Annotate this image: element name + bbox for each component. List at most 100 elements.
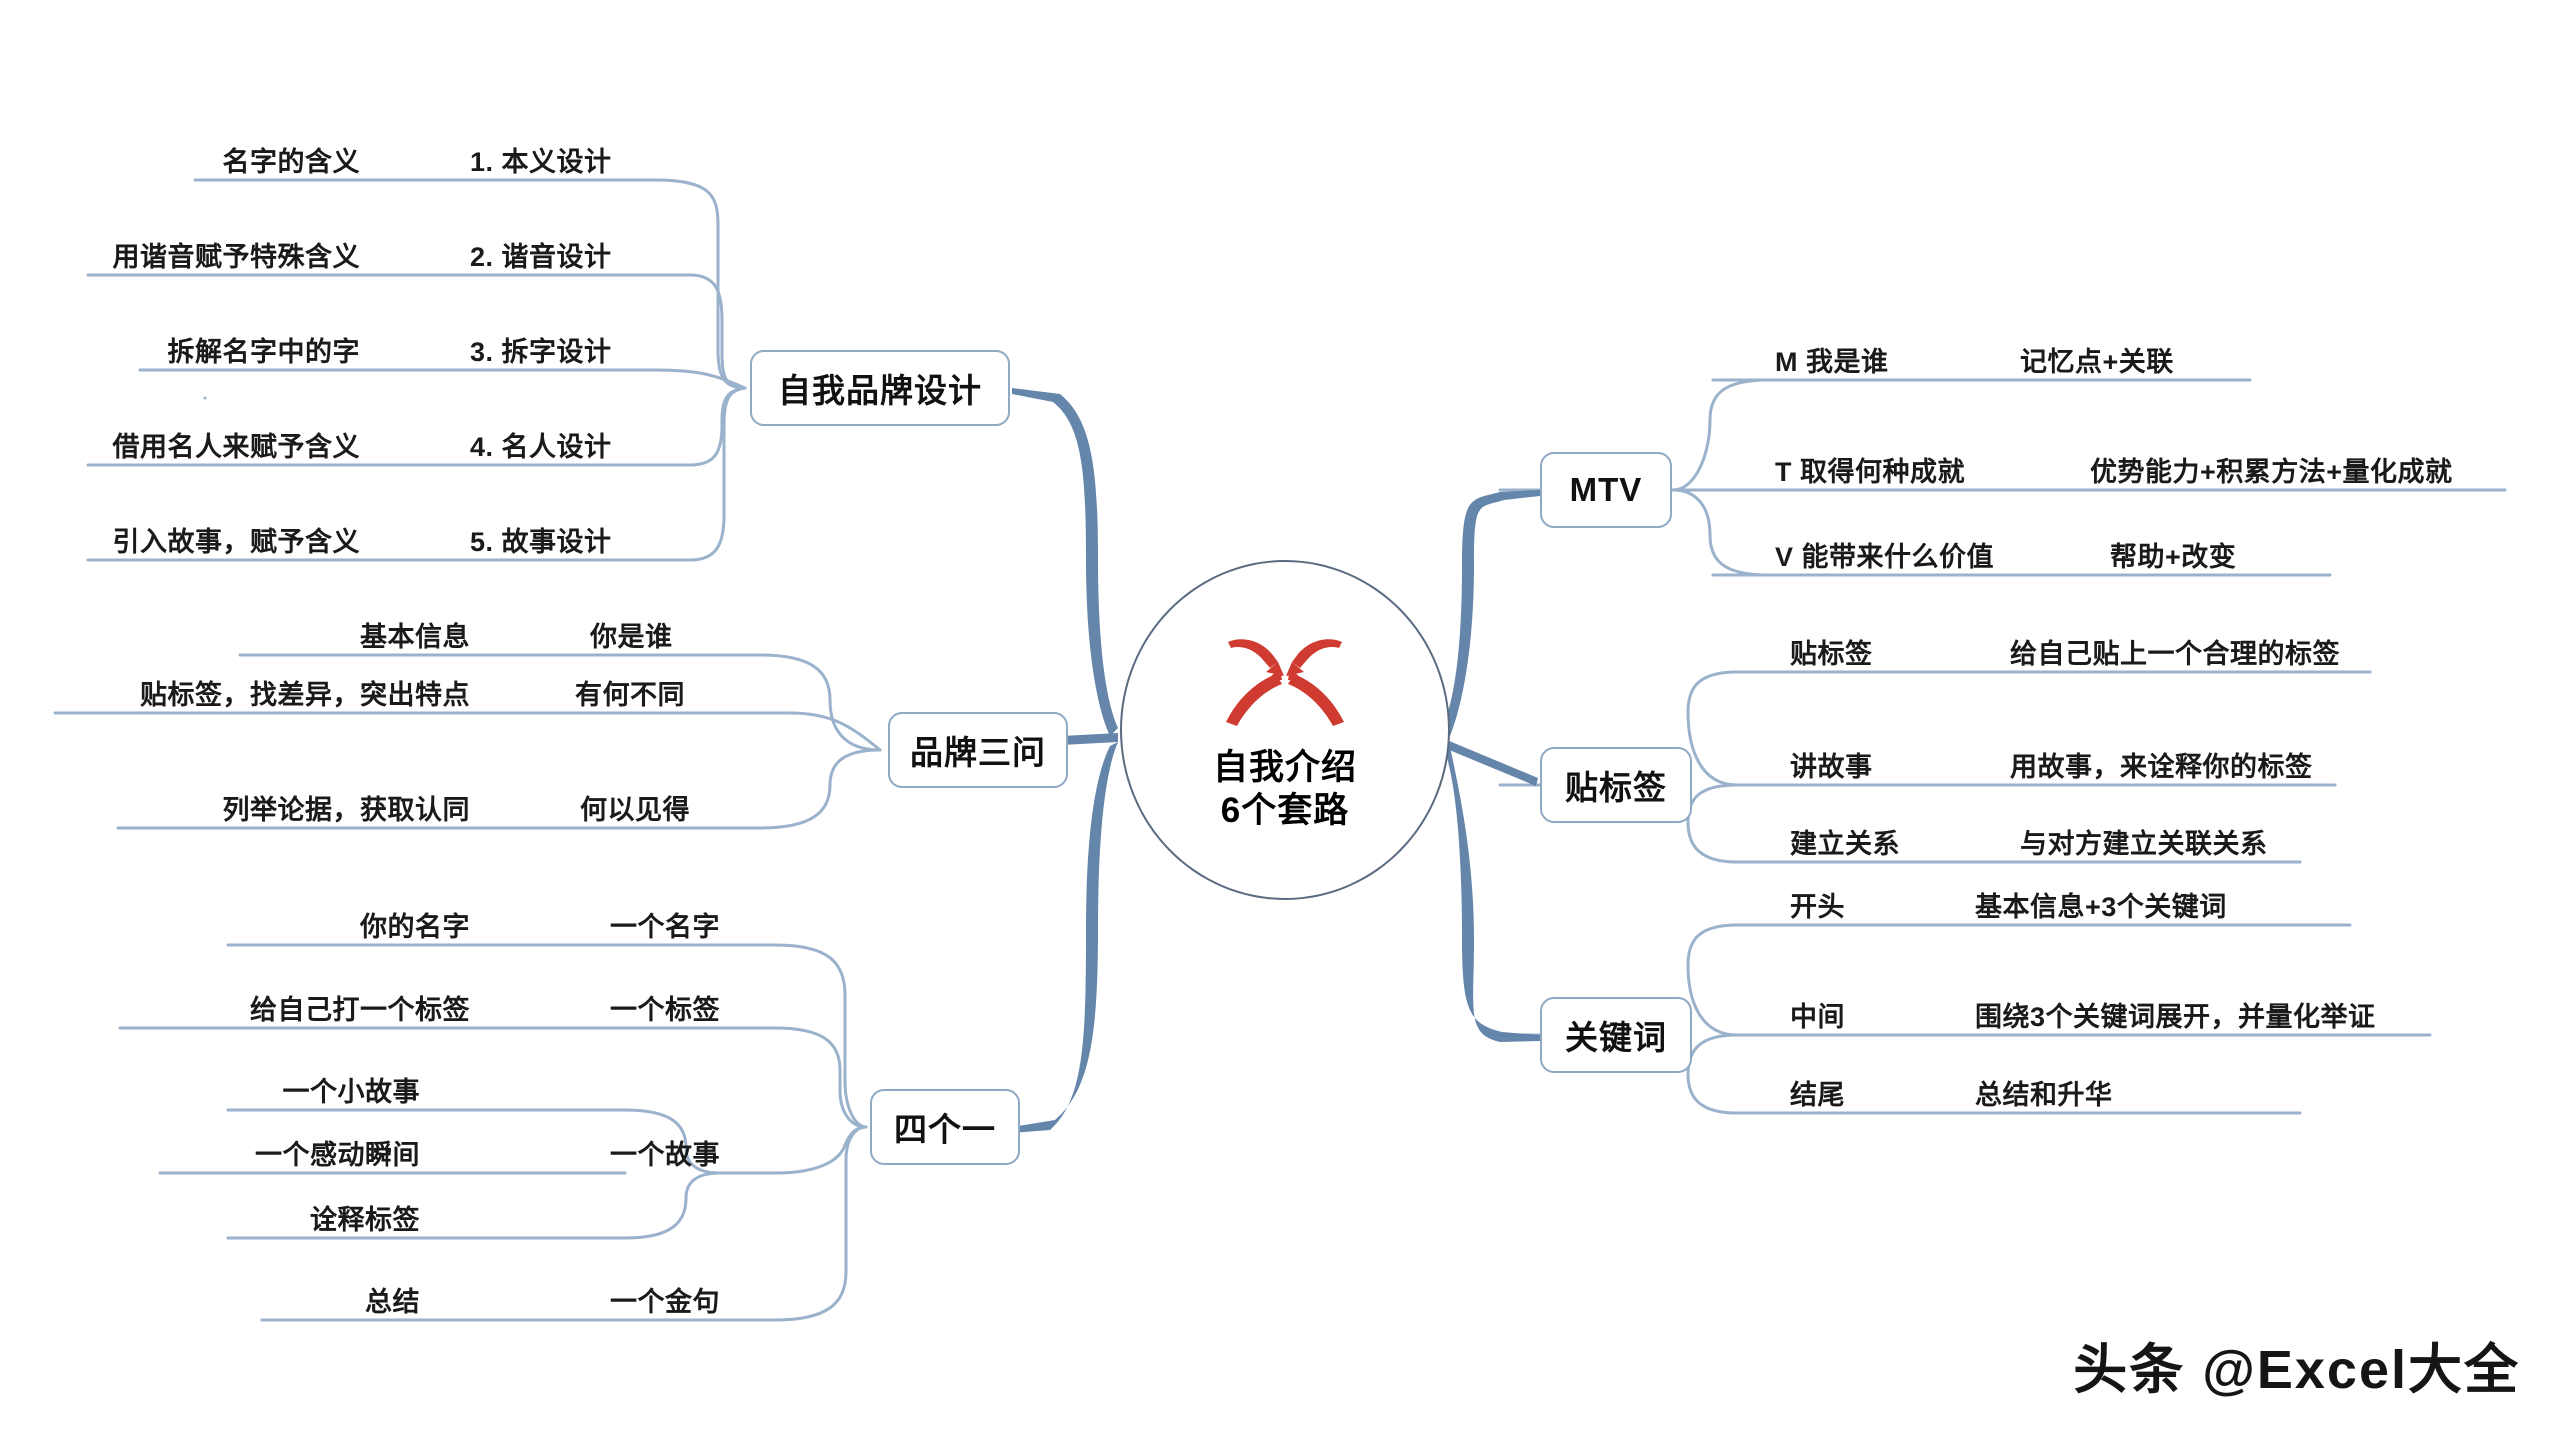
leaf-label-text: 贴标签 [1790, 639, 1873, 669]
leaf-detail-2[interactable]: 一个感动瞬间 [0, 1133, 420, 1172]
leaf-label-text: 开头 [1790, 892, 1845, 922]
leaf-detail[interactable]: 帮助+改变 [2110, 535, 2236, 574]
leaf-label-text: 一个标签 [610, 995, 720, 1025]
watermark: 头条 @Excel大全 [2073, 1340, 2520, 1400]
leaf-label[interactable]: 结尾 [1790, 1073, 1845, 1112]
leaf-label[interactable]: V 能带来什么价值 [1775, 535, 1994, 574]
leaf-detail[interactable]: 给自己打一个标签 [0, 988, 470, 1027]
leaf-detail-text: 与对方建立关联关系 [2020, 829, 2268, 859]
center-title-line2: 6个套路 [1220, 790, 1350, 830]
branch-node-keywords[interactable]: 关键词 [1540, 997, 1692, 1073]
leaf-detail[interactable]: 名字的含义 [0, 140, 360, 179]
leaf-detail[interactable]: 贴标签，找差异，突出特点 [0, 673, 470, 712]
leaf-detail-text: 围绕3个关键词展开，并量化举证 [1975, 1002, 2376, 1032]
leaf-detail[interactable]: 用故事，来诠释你的标签 [2010, 745, 2313, 784]
leaf-label-text: 建立关系 [1790, 829, 1900, 859]
branch-label: 关键词 [1565, 1019, 1667, 1056]
leaf-label[interactable]: 中间 [1790, 995, 1845, 1034]
branch-label: 自我品牌设计 [778, 372, 982, 409]
branch-node-mtv[interactable]: MTV [1540, 452, 1672, 528]
leaf-detail-text: 你的名字 [360, 912, 470, 942]
leaf-label[interactable]: 建立关系 [1790, 822, 1900, 861]
leaf-detail-text: 给自己贴上一个合理的标签 [2010, 639, 2340, 669]
leaf-detail[interactable]: 用谐音赋予特殊含义 [0, 235, 360, 274]
leaf-label[interactable]: 你是谁 [590, 615, 673, 654]
center-node[interactable]: 自我介绍 6个套路 [1120, 560, 1450, 900]
leaf-detail-text: 基本信息+3个关键词 [1975, 892, 2227, 922]
leaf-detail-text: 引入故事，赋予含义 [112, 527, 360, 557]
leaf-detail[interactable]: 拆解名字中的字 [0, 330, 360, 369]
leaf-label-text: 3. 拆字设计 [470, 337, 612, 367]
leaf-detail-text: 总结 [365, 1287, 420, 1317]
leaf-detail[interactable]: 总结和升华 [1975, 1073, 2113, 1112]
leaf-label[interactable]: 1. 本义设计 [470, 140, 612, 179]
leaf-label-text: 2. 谐音设计 [470, 242, 612, 272]
leaf-label[interactable]: 一个标签 [610, 988, 720, 1027]
leaf-detail[interactable]: 引入故事，赋予含义 [0, 520, 360, 559]
leaf-label[interactable]: 5. 故事设计 [470, 520, 612, 559]
leaf-label-text: 1. 本义设计 [470, 147, 612, 177]
leaf-detail-text: 贴标签，找差异，突出特点 [140, 680, 470, 710]
leaf-label[interactable]: 2. 谐音设计 [470, 235, 612, 274]
leaf-detail[interactable]: 围绕3个关键词展开，并量化举证 [1975, 995, 2376, 1034]
leaf-detail[interactable]: 列举论据，获取认同 [0, 788, 470, 827]
leaf-detail-text: 用故事，来诠释你的标签 [2010, 752, 2313, 782]
leaf-detail[interactable]: 基本信息+3个关键词 [1975, 885, 2227, 924]
leaf-detail[interactable]: 给自己贴上一个合理的标签 [2010, 632, 2340, 671]
leaf-detail[interactable]: 借用名人来赋予含义 [0, 425, 360, 464]
leaf-detail-text: 名字的含义 [222, 147, 360, 177]
leaf-label-text: M 我是谁 [1775, 347, 1889, 377]
leaf-label[interactable]: 讲故事 [1790, 745, 1873, 784]
branch-node-self-brand-design[interactable]: 自我品牌设计 [750, 350, 1010, 426]
leaf-detail[interactable]: 与对方建立关联关系 [2020, 822, 2268, 861]
leaf-label[interactable]: 3. 拆字设计 [470, 330, 612, 369]
leaf-detail-text: 帮助+改变 [2110, 542, 2237, 572]
leaf-detail[interactable]: 基本信息 [0, 615, 470, 654]
leaf-label[interactable]: 4. 名人设计 [470, 425, 612, 464]
leaf-detail[interactable]: 你的名字 [0, 905, 470, 944]
leaf-label[interactable]: 开头 [1790, 885, 1845, 924]
leaf-detail[interactable]: 记忆点+关联 [2020, 340, 2174, 379]
branch-label: MTV [1569, 471, 1643, 508]
leaf-label-text: 5. 故事设计 [470, 527, 612, 557]
leaf-detail[interactable]: 优势能力+积累方法+量化成就 [2090, 450, 2453, 489]
leaf-label[interactable]: 一个金句 [610, 1280, 720, 1319]
leaf-detail-text: 借用名人来赋予含义 [112, 432, 360, 462]
leaf-label-text: 结尾 [1790, 1080, 1845, 1110]
leaf-label[interactable]: M 我是谁 [1775, 340, 1889, 379]
center-title-line1: 自我介绍 [1212, 747, 1357, 787]
leaf-label-text: 你是谁 [590, 622, 673, 652]
branch-node-brand-three-questions[interactable]: 品牌三问 [888, 712, 1068, 788]
leaf-detail[interactable]: 一个小故事 [0, 1070, 420, 1109]
leaf-label[interactable]: T 取得何种成就 [1775, 450, 1965, 489]
leaf-label-text: T 取得何种成就 [1775, 457, 1965, 487]
leaf-label-text: 一个名字 [610, 912, 720, 942]
leaf-detail-text: 列举论据，获取认同 [222, 795, 470, 825]
branch-label: 品牌三问 [910, 734, 1046, 771]
branch-node-tag-label[interactable]: 贴标签 [1540, 747, 1692, 823]
leaf-label[interactable]: 一个故事 [610, 1133, 720, 1172]
leaf-detail-text: 总结和升华 [1975, 1080, 2113, 1110]
branch-node-four-ones[interactable]: 四个一 [870, 1089, 1020, 1165]
leaf-label-text: 讲故事 [1790, 752, 1873, 782]
leaf-detail-text: 用谐音赋予特殊含义 [112, 242, 360, 272]
leaf-detail-text: 给自己打一个标签 [250, 995, 470, 1025]
leaf-detail-text: 拆解名字中的字 [167, 337, 360, 367]
leaf-detail-text: 一个感动瞬间 [255, 1140, 420, 1170]
leaf-label-text: 有何不同 [575, 680, 685, 710]
leaf-label-text: 4. 名人设计 [470, 432, 612, 462]
leaf-label[interactable]: 何以见得 [580, 788, 690, 827]
leaf-detail-3[interactable]: 诠释标签 [0, 1198, 420, 1237]
center-title: 自我介绍 6个套路 [1213, 747, 1357, 832]
leaf-label-text: 中间 [1790, 1002, 1845, 1032]
leaf-label-text: 一个金句 [610, 1287, 720, 1317]
leaf-detail-text: 诠释标签 [310, 1205, 420, 1235]
leaf-detail[interactable]: 总结 [0, 1280, 420, 1319]
leaf-label-text: 何以见得 [580, 795, 690, 825]
leaf-label[interactable]: 贴标签 [1790, 632, 1873, 671]
leaf-detail-text: 一个小故事 [282, 1077, 420, 1107]
leaf-label[interactable]: 一个名字 [610, 905, 720, 944]
leaf-label[interactable]: 有何不同 [575, 673, 685, 712]
branch-label: 贴标签 [1565, 769, 1667, 806]
